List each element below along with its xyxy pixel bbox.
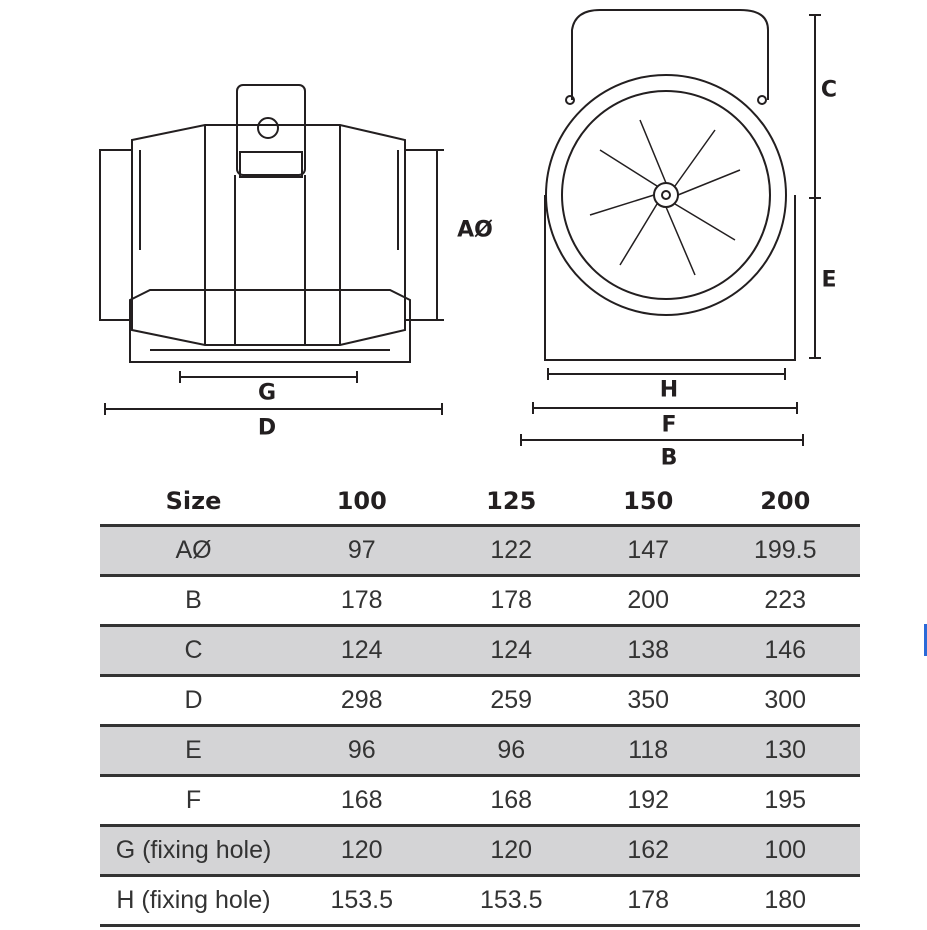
front-view-drawing <box>544 9 796 361</box>
edge-marker <box>924 624 927 656</box>
dimension-label-g: G <box>257 380 277 406</box>
value-cell: 118 <box>585 725 711 777</box>
value-cell: 350 <box>585 675 711 727</box>
row-label-cell: F <box>100 775 287 827</box>
value-cell: 180 <box>710 875 860 927</box>
value-cell: 195 <box>710 775 860 827</box>
row-label-cell: AØ <box>100 525 287 577</box>
value-cell: 153.5 <box>287 875 437 927</box>
value-cell: 122 <box>436 525 586 577</box>
dimension-label-f: F <box>661 412 677 438</box>
table-header-row: Size 100 125 150 200 <box>100 478 860 527</box>
value-cell: 146 <box>710 625 860 677</box>
value-cell: 120 <box>436 825 586 877</box>
value-cell: 200 <box>585 575 711 627</box>
value-cell: 97 <box>287 525 437 577</box>
value-cell: 223 <box>710 575 860 627</box>
value-cell: 100 <box>710 825 860 877</box>
value-cell: 162 <box>585 825 711 877</box>
value-cell: 192 <box>585 775 711 827</box>
header-cell: 200 <box>710 478 860 527</box>
dimension-label-c: C <box>820 77 838 103</box>
value-cell: 153.5 <box>436 875 586 927</box>
value-cell: 178 <box>585 875 711 927</box>
row-label-cell: C <box>100 625 287 677</box>
row-label-cell: G (fixing hole) <box>100 825 287 877</box>
dimension-label-a: AØ <box>457 217 493 243</box>
value-cell: 259 <box>436 675 586 727</box>
front-view-dimensions <box>520 14 821 446</box>
row-label-cell: E <box>100 725 287 777</box>
value-cell: 124 <box>287 625 437 677</box>
value-cell: 199.5 <box>710 525 860 577</box>
value-cell: 124 <box>436 625 586 677</box>
header-cell: Size <box>100 478 287 527</box>
value-cell: 120 <box>287 825 437 877</box>
dimension-label-b: B <box>660 445 678 471</box>
value-cell: 168 <box>436 775 586 827</box>
fan-drawings <box>99 9 821 446</box>
dimension-label-h: H <box>659 377 679 403</box>
dimension-label-e: E <box>821 267 837 293</box>
value-cell: 168 <box>287 775 437 827</box>
side-view-drawing <box>99 84 438 363</box>
row-label-cell: H (fixing hole) <box>100 875 287 927</box>
value-cell: 96 <box>287 725 437 777</box>
dimension-label-d: D <box>257 415 277 441</box>
header-cell: 125 <box>436 478 586 527</box>
value-cell: 138 <box>585 625 711 677</box>
value-cell: 178 <box>436 575 586 627</box>
value-cell: 130 <box>710 725 860 777</box>
value-cell: 300 <box>710 675 860 727</box>
value-cell: 298 <box>287 675 437 727</box>
row-label-cell: B <box>100 575 287 627</box>
header-cell: 150 <box>585 478 711 527</box>
header-cell: 100 <box>287 478 437 527</box>
side-view-dimensions <box>104 149 444 415</box>
value-cell: 178 <box>287 575 437 627</box>
value-cell: 147 <box>585 525 711 577</box>
value-cell: 96 <box>436 725 586 777</box>
row-label-cell: D <box>100 675 287 727</box>
